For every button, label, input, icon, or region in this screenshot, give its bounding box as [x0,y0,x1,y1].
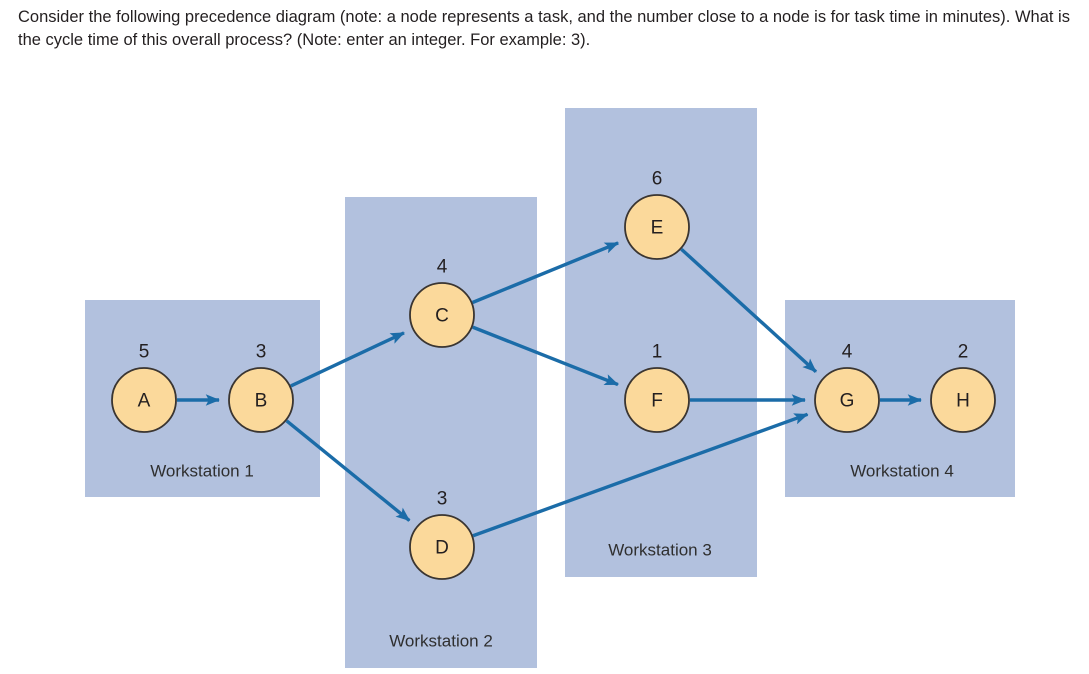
task-node-F [624,367,690,433]
task-node-label-F: F [651,391,663,412]
edge-B-to-C [290,331,405,388]
edge-E-to-G [680,247,818,373]
task-node-A [111,367,177,433]
workstation-band-2 [345,197,537,668]
edge-D-to-G [472,412,809,538]
workstation-label-4: Workstation 4 [850,461,954,480]
task-time-G: 4 [842,342,853,363]
task-time-A: 5 [139,342,150,363]
task-node-E [624,194,690,260]
task-node-H [930,367,996,433]
task-node-D [409,514,475,580]
edge-C-to-F [472,325,619,387]
task-time-E: 6 [652,169,663,190]
workstation-band-3 [565,108,757,577]
task-time-F: 1 [652,342,663,363]
task-time-B: 3 [256,342,267,363]
workstation-label-1: Workstation 1 [150,461,254,480]
workstation-bands [85,108,1015,668]
task-node-label-G: G [840,391,855,412]
task-node-G [814,367,880,433]
task-node-label-E: E [651,218,664,239]
edge-B-to-D [285,419,411,522]
workstation-labels: Workstation 1 Workstation 2 Workstation 3 W… [150,461,954,650]
task-nodes: A 5B 3 C 4D 3 E 6F 1G 4H 2 [111,169,996,580]
task-node-B [228,367,294,433]
task-time-C: 4 [437,257,448,278]
task-node-label-D: D [435,538,449,559]
task-node-label-B: B [255,391,268,412]
task-node-label-H: H [956,391,970,412]
workstation-label-3: Workstation 3 [608,540,712,559]
workstation-label-2: Workstation 2 [389,631,493,650]
task-time-D: 3 [437,489,448,510]
task-node-C [409,282,475,348]
edge-C-to-E [471,241,620,305]
edge-arrows [177,241,923,538]
question-prompt: Consider the following precedence diagra… [18,8,1070,50]
task-time-H: 2 [958,342,969,363]
task-node-label-A: A [138,391,151,412]
task-node-label-C: C [435,306,449,327]
